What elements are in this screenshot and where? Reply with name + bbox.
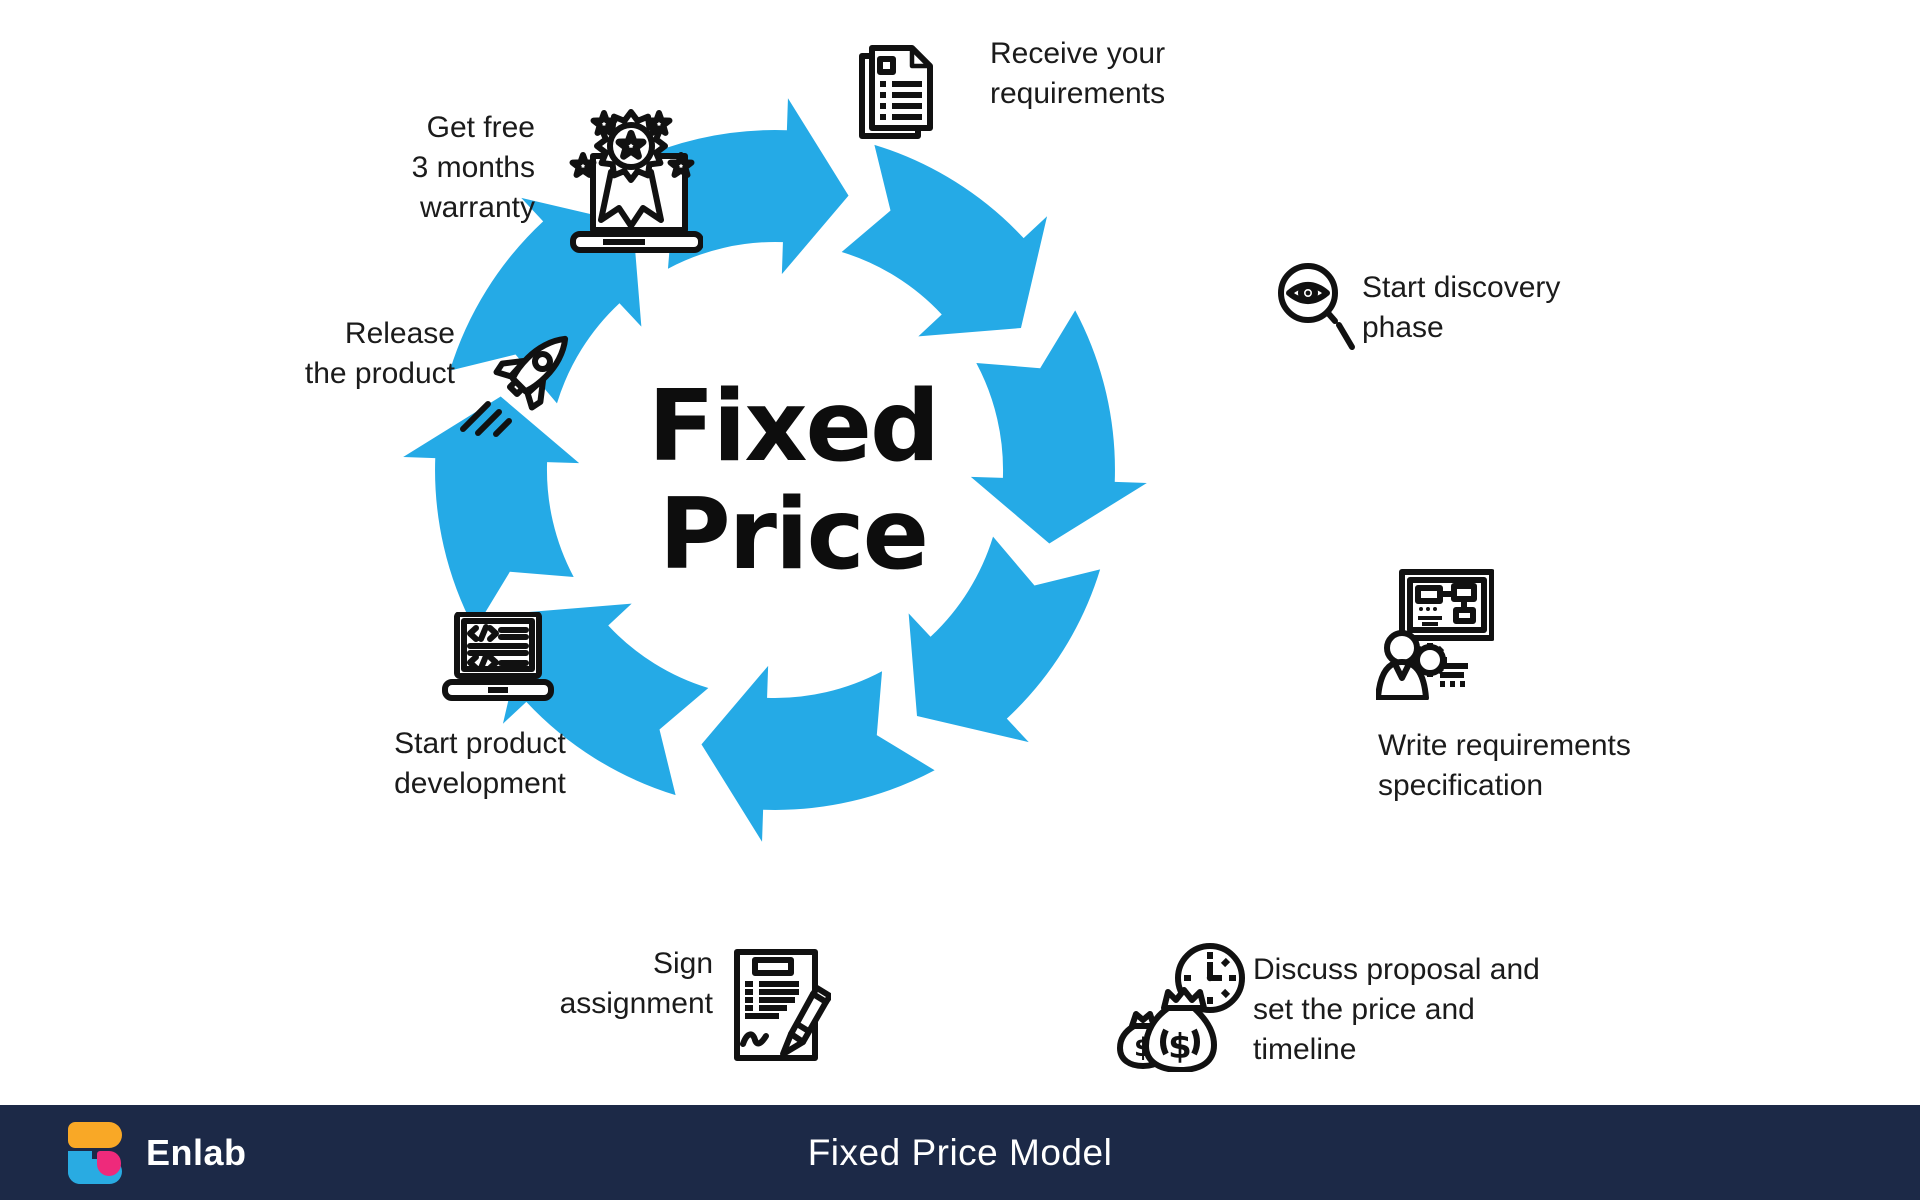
label-line: Sign <box>652 947 713 980</box>
svg-text:$: $ <box>1168 1027 1192 1067</box>
money-time-icon: $ $ <box>1117 943 1245 1072</box>
center-title: Fixed Price <box>647 370 940 592</box>
footer-bar: Enlab Fixed Price Model <box>0 1105 1920 1200</box>
award-laptop-icon <box>559 109 703 253</box>
contract-pen-icon <box>734 949 831 1061</box>
step-label-start-development: Start product development <box>390 724 570 804</box>
logo-orange-shape <box>68 1121 122 1148</box>
step-label-discuss-proposal: Discuss proposal and set the price and t… <box>1253 950 1540 1070</box>
logo-pink-shape <box>97 1150 121 1176</box>
step-label-receive-requirements: Receive your requirements <box>990 34 1165 114</box>
arrow-segment <box>924 310 1147 562</box>
center-title-line: Price <box>658 478 929 592</box>
step-label-release-product: Release the product <box>305 314 455 394</box>
arrow-segment <box>824 144 1060 365</box>
enlab-logo-icon <box>68 1121 126 1184</box>
center-title-line: Fixed <box>647 370 940 485</box>
label-line: phase <box>1362 311 1444 344</box>
footer-caption: Fixed Price Model <box>807 1131 1113 1173</box>
label-line: 3 months <box>411 151 535 184</box>
document-icon <box>859 45 933 139</box>
label-line: the product <box>304 357 455 390</box>
label-line: set the price and <box>1253 993 1475 1026</box>
step-label-write-spec: Write requirements specification <box>1378 726 1631 806</box>
label-line: specification <box>1378 769 1544 802</box>
label-line: requirements <box>990 77 1166 110</box>
brand-name: Enlab <box>146 1131 247 1173</box>
arrow-segment <box>683 619 935 842</box>
label-line: Write requirements <box>1378 729 1631 762</box>
label-line: assignment <box>559 987 713 1020</box>
label-line: warranty <box>419 191 535 224</box>
magnifier-eye-icon <box>1278 263 1355 350</box>
enlab-brand: Enlab <box>68 1105 247 1200</box>
step-label-sign-assignment: Sign assignment <box>560 944 713 1024</box>
laptop-code-icon <box>442 612 554 701</box>
label-line: Start discovery <box>1362 271 1561 304</box>
step-label-start-discovery: Start discovery phase <box>1362 268 1560 348</box>
label-line: Get free <box>426 111 535 144</box>
label-line: Receive your <box>990 37 1166 70</box>
label-line: Release <box>344 317 455 350</box>
label-line: Start product <box>394 727 566 760</box>
step-label-warranty: Get free 3 months warranty <box>412 108 535 228</box>
rocket-icon <box>460 335 569 437</box>
label-line: timeline <box>1253 1033 1357 1066</box>
label-line: development <box>394 767 566 800</box>
specification-board-icon <box>1376 569 1494 700</box>
label-line: Discuss proposal and <box>1253 953 1540 986</box>
